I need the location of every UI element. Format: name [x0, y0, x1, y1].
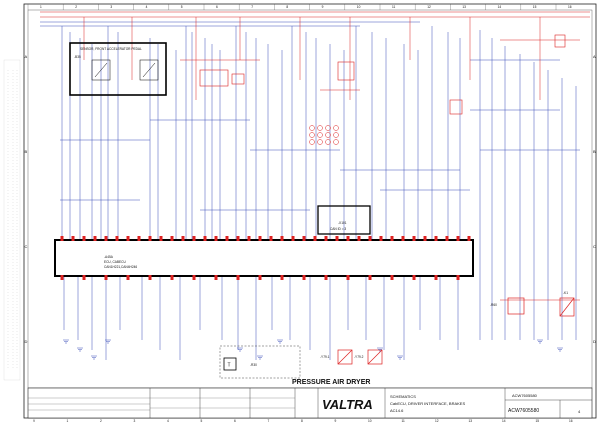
column-number-6: 6 — [216, 5, 218, 9]
row-letter-left-A: A — [25, 54, 28, 59]
bottom-strip-12: 12 — [435, 419, 439, 423]
column-number-14: 14 — [498, 5, 502, 9]
bottom-strip-13: 13 — [469, 419, 473, 423]
column-number-13: 13 — [462, 5, 466, 9]
left-legend — [3, 59, 21, 381]
bottom-strip-16: 16 — [569, 419, 573, 423]
can-id-ref: -X101 — [338, 221, 347, 225]
row-letter-right-B: B — [593, 149, 596, 154]
cabecu-name: ECU, CABECU — [104, 260, 126, 264]
brand-logo: VALTRA — [322, 397, 373, 412]
pressure-dryer-label: PRESSURE AIR DRYER — [292, 379, 370, 386]
sheet-number: 4 — [578, 409, 581, 414]
row-letter-left-B: B — [25, 149, 28, 154]
bottom-strip-4: 4 — [167, 419, 169, 423]
doc-type: SCHEMATICS — [390, 394, 416, 399]
vertical-wires — [60, 26, 580, 360]
row-letter-right-D: D — [593, 339, 596, 344]
ground-symbols — [63, 339, 563, 360]
column-number-11: 11 — [392, 5, 396, 9]
column-number-15: 15 — [533, 5, 537, 9]
pedal-sensor-elements — [91, 59, 159, 81]
column-number-8: 8 — [286, 5, 288, 9]
doc-variant: AC14.6 — [390, 408, 404, 413]
right-relays — [507, 297, 575, 317]
column-number-10: 10 — [357, 5, 361, 9]
r60-label: -R60 — [490, 303, 497, 307]
t-sensor-box — [223, 357, 237, 371]
column-number-7: 7 — [251, 5, 253, 9]
row-letter-left-D: D — [25, 339, 28, 344]
cabecu-box — [54, 239, 474, 277]
y79-2-label: -Y79.2 — [354, 355, 364, 359]
cabecu-can: CAN1H221,CAN4H246 — [104, 265, 137, 269]
k1-label: -K1 — [563, 291, 568, 295]
red-wires — [83, 17, 580, 301]
bottom-strip-6: 6 — [234, 419, 236, 423]
doc-number-top: ACW7605580 — [512, 393, 538, 398]
column-number-4: 4 — [146, 5, 148, 9]
bottom-strip-8: 8 — [301, 419, 303, 423]
can-id-text: CAN ID = 3 — [330, 227, 346, 231]
pedal-sensor-title: SENSOR, FRONT ACCELERATOR PEDAL — [80, 47, 142, 51]
pedal-sensor-ref: -B35 — [74, 55, 81, 59]
bottom-strip-7: 7 — [268, 419, 270, 423]
top-power-bus — [40, 11, 590, 18]
r30-label: -R30 — [250, 363, 257, 367]
doc-title: CabECU, DRIVER INTERFACE, BRAKES — [390, 401, 465, 406]
bottom-strip-V: V — [33, 419, 36, 423]
bottom-strip-2: 2 — [100, 419, 102, 423]
row-letters: A A B B C C D D — [25, 54, 597, 344]
pedal-sensor-box — [69, 42, 167, 96]
bottom-strip-5: 5 — [201, 419, 203, 423]
column-number-9: 9 — [322, 5, 324, 9]
upper-relay-cluster — [199, 34, 566, 115]
t-sensor-label: T — [228, 363, 231, 369]
pressure-dryer-box — [219, 345, 301, 379]
column-number-3: 3 — [110, 5, 112, 9]
y79-1-label: -Y79.1 — [320, 355, 330, 359]
row-letter-right-C: C — [593, 244, 596, 249]
bottom-strip-1: 1 — [67, 419, 69, 423]
column-number-1: 1 — [40, 5, 42, 9]
doc-number-bottom: ACW7605580 — [508, 408, 539, 414]
column-number-5: 5 — [181, 5, 183, 9]
cabecu-ref: -A45A — [104, 255, 114, 259]
bottom-strip-11: 11 — [402, 419, 406, 423]
column-number-12: 12 — [427, 5, 431, 9]
can-id-box — [317, 205, 371, 235]
bottom-strip-14: 14 — [502, 419, 506, 423]
row-letter-right-A: A — [593, 54, 596, 59]
column-number-16: 16 — [568, 5, 572, 9]
column-number-2: 2 — [75, 5, 77, 9]
top-power-bus-blue — [40, 21, 420, 27]
bottom-strip-15: 15 — [536, 419, 540, 423]
bottom-strip-3: 3 — [134, 419, 136, 423]
row-letter-left-C: C — [25, 244, 28, 249]
fuse-block — [309, 125, 339, 145]
title-block — [27, 387, 593, 419]
bottom-strip-9: 9 — [335, 419, 337, 423]
cabecu-pins — [60, 236, 471, 280]
bottom-strip-10: 10 — [368, 419, 372, 423]
solenoid-valves — [337, 349, 383, 365]
